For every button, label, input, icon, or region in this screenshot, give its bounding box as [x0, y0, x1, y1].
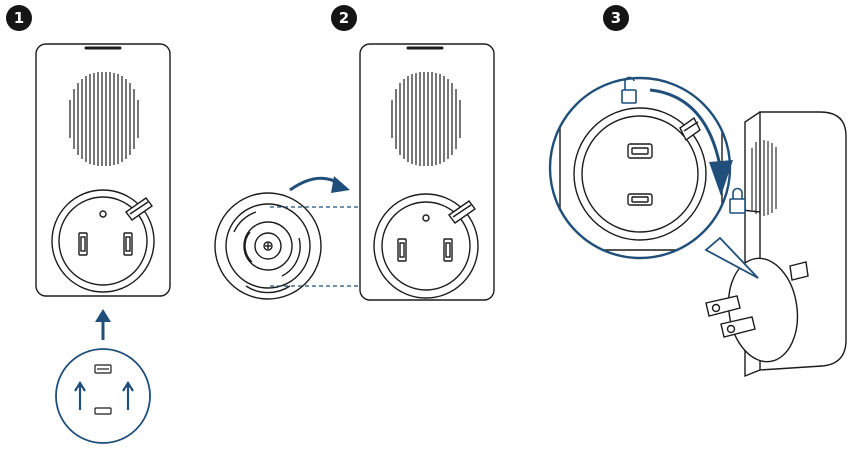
step1-device	[36, 44, 170, 296]
step-2-badge: 2	[331, 5, 357, 31]
step2-adapter-disc-icon	[215, 193, 321, 299]
up-arrow-icon	[95, 309, 111, 340]
step-1-badge: 1	[6, 5, 32, 31]
magnifier-pointer	[706, 238, 758, 278]
curved-arrow-icon	[290, 176, 350, 193]
speaker-grille-icon	[752, 140, 776, 216]
locked-padlock-icon	[730, 189, 745, 214]
plug-adapter-back-icon	[56, 349, 150, 443]
step2-device	[360, 44, 494, 300]
socket-dial-icon	[374, 194, 478, 298]
magnified-socket-icon	[560, 30, 722, 250]
socket-dial-icon	[52, 190, 154, 292]
step-3-badge: 3	[603, 5, 629, 31]
